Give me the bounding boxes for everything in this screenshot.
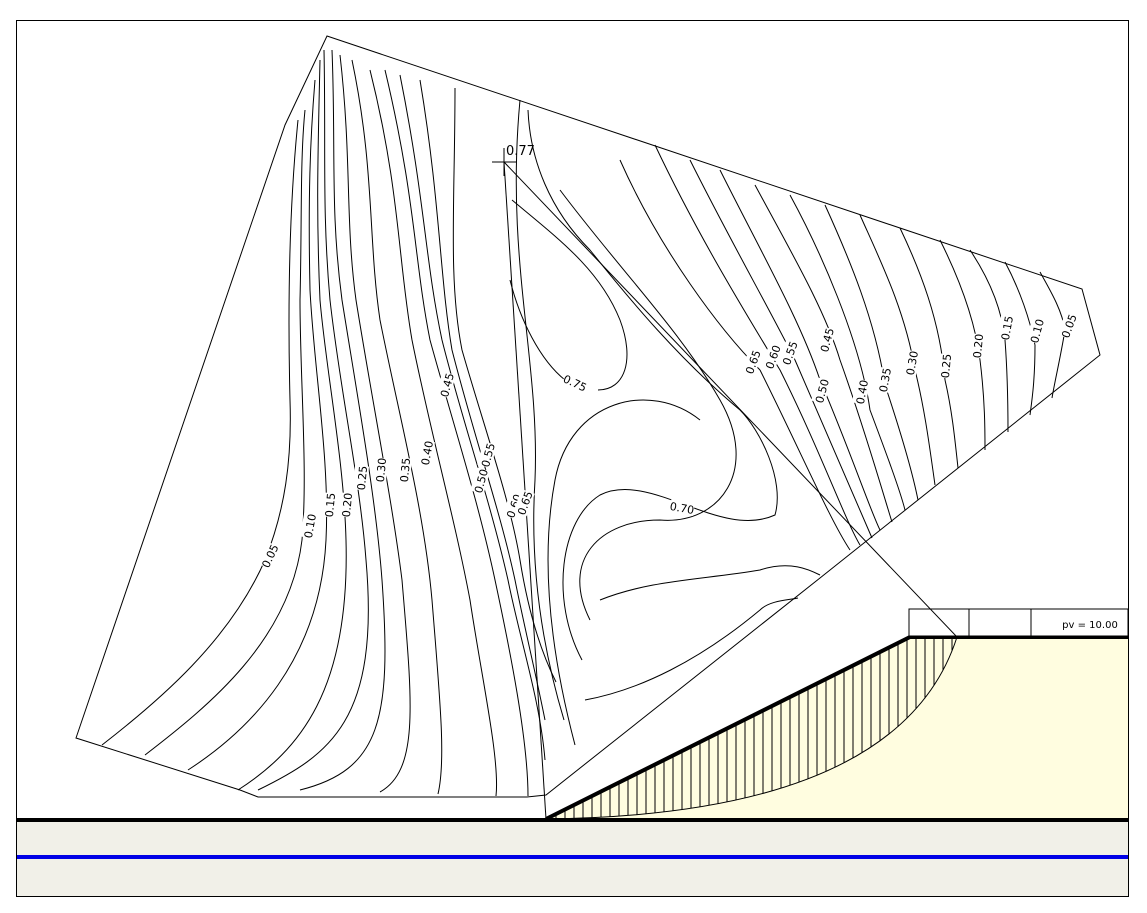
contour-label: 0.15	[999, 315, 1016, 341]
contour-label-bg	[417, 439, 435, 466]
contour-line	[527, 109, 778, 661]
contour-label-bg	[811, 377, 831, 405]
contour-line	[559, 189, 737, 621]
contour-line	[339, 54, 411, 793]
contour-lines-right	[619, 144, 1066, 551]
contour-line	[101, 119, 299, 746]
contour-label: 0.30	[374, 457, 389, 483]
contour-line	[824, 204, 919, 501]
contour-label-bg	[436, 371, 456, 399]
contour-label-bg	[968, 333, 986, 359]
load-label: pv = 10.00	[1062, 620, 1118, 631]
contour-line	[257, 49, 369, 791]
contour-line	[384, 69, 529, 797]
contour-label: 0.10	[302, 513, 319, 539]
contour-label-bg	[257, 541, 281, 570]
contour-line	[399, 74, 546, 761]
contour-label: 0.45	[818, 327, 837, 354]
contour-label-bg	[741, 347, 763, 376]
search-grid-boundary	[75, 35, 1101, 798]
contour-line	[144, 109, 306, 756]
contour-line	[509, 279, 566, 381]
contour-label-bg	[337, 492, 355, 518]
contour-label: 0.30	[904, 350, 921, 376]
contour-label-bg	[1057, 311, 1079, 340]
contour-line	[515, 99, 565, 721]
contour-line	[599, 565, 821, 601]
contour-label-bg	[997, 314, 1015, 341]
contour-line	[299, 49, 386, 791]
contour-line	[369, 69, 498, 797]
contour-label: 0.20	[971, 333, 986, 359]
contour-lines-inner	[509, 99, 821, 746]
contour-label-bg	[513, 488, 535, 517]
contour-label: 0.70	[669, 500, 695, 517]
contour-label: 0.25	[355, 465, 370, 491]
contour-label: 0.10	[1028, 318, 1047, 345]
contour-label-bg	[320, 492, 338, 518]
slope-surface	[545, 635, 1128, 821]
contour-label: 0.25	[939, 353, 954, 379]
contour-label: 0.50	[813, 378, 832, 405]
contour-line	[689, 159, 873, 539]
contour-line	[419, 79, 546, 721]
contour-label-bg	[561, 370, 590, 394]
critical-factor-label: 0.77	[506, 144, 535, 159]
contour-label-bg	[352, 465, 370, 491]
contour-label: 0.35	[877, 367, 894, 393]
contour-line	[511, 199, 628, 391]
contour-label: 0.45	[438, 372, 457, 399]
contour-label-bg	[875, 366, 893, 393]
contour-label: 0.20	[340, 492, 355, 518]
contour-line	[351, 59, 443, 795]
contour-label: 0.15	[323, 492, 338, 518]
contour-line	[237, 59, 347, 791]
contour-label-bg	[300, 512, 318, 539]
contour-label-bg	[852, 378, 870, 405]
contour-label-bg	[1026, 317, 1046, 345]
contour-label-bg	[395, 457, 413, 483]
contour-label: 0.35	[398, 457, 413, 483]
contour-label-bg	[470, 467, 490, 495]
contour-line	[859, 214, 936, 486]
contour-label: 0.55	[479, 442, 498, 469]
contour-label-bg	[371, 457, 389, 483]
contour-line	[547, 399, 701, 746]
contour-label-bg	[902, 349, 920, 376]
contour-label-bg	[477, 441, 497, 469]
slip-zone-hatching	[545, 636, 958, 820]
contour-label-bg	[761, 342, 783, 371]
load-box	[908, 608, 1129, 637]
contour-line	[619, 159, 851, 551]
contour-lines	[101, 49, 557, 797]
contour-label: 0.50	[472, 468, 491, 495]
contour-label-bg	[816, 326, 836, 354]
contour-line	[452, 87, 557, 683]
contour-label-bg	[778, 338, 800, 367]
contour-label-bg	[936, 353, 954, 379]
contour-label-bg	[669, 498, 696, 516]
contour-label: 0.40	[419, 440, 436, 466]
contour-line	[754, 184, 893, 523]
contour-line	[719, 169, 881, 531]
contour-line	[584, 597, 799, 701]
critical-radius-right	[503, 161, 958, 638]
contour-line	[187, 79, 328, 771]
surface-load-strip: pv = 10.00	[908, 608, 1129, 637]
contour-label: 0.40	[854, 379, 871, 405]
